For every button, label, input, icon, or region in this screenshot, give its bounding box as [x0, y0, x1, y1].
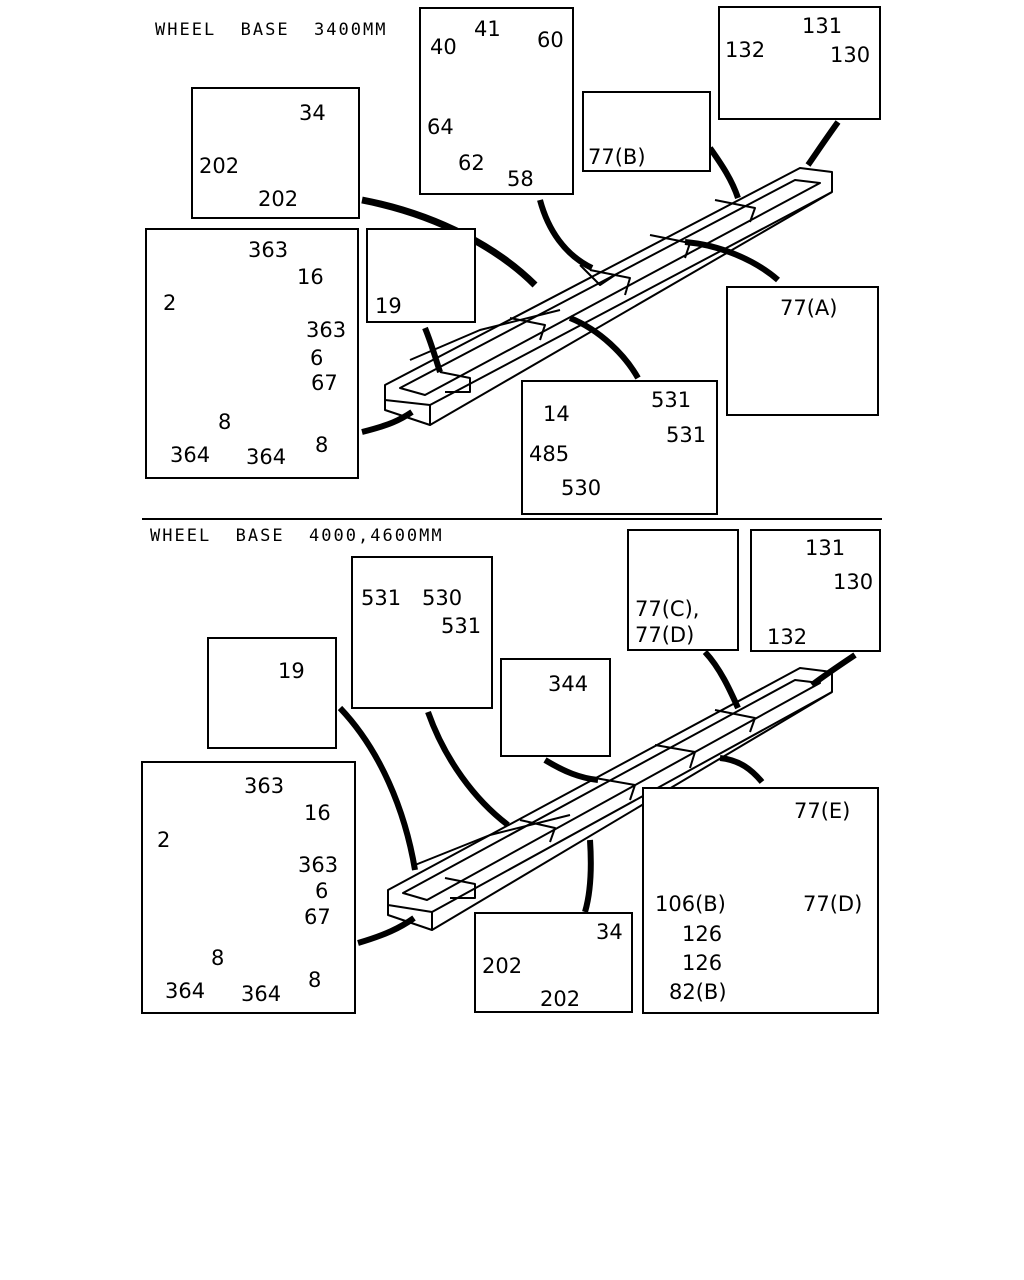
callout-box-34-bottom: 34 202 202	[474, 912, 633, 1013]
part-label: 62	[458, 151, 485, 175]
part-label: 19	[375, 294, 402, 318]
part-label: 77(A)	[780, 296, 838, 320]
part-label: 58	[507, 167, 534, 191]
part-label: 130	[830, 43, 871, 67]
part-label: 202	[540, 987, 581, 1011]
part-label: 34	[299, 101, 326, 125]
callout-box-363-bottom: 363 16 2 363 6 67 8 364 364 8	[141, 761, 356, 1014]
part-label: 67	[304, 905, 331, 929]
callout-box-34-top: 34 202 202	[191, 87, 360, 219]
part-label: 531	[666, 423, 707, 447]
part-label: 363	[244, 774, 285, 798]
callout-box-40-top: 41 40 60 64 62 58	[419, 7, 574, 195]
part-label: 8	[308, 968, 322, 992]
part-label: 363	[298, 853, 339, 877]
chassis-frame-bottom	[387, 667, 833, 931]
part-label: 6	[310, 346, 324, 370]
callout-box-19-bottom: 19	[207, 637, 337, 749]
part-label: 130	[833, 570, 874, 594]
part-label: 364	[165, 979, 206, 1003]
part-label: 8	[211, 946, 225, 970]
callout-box-530-bottom: 531 530 531	[351, 556, 493, 709]
callout-box-77cd-bottom: 77(C), 77(D)	[627, 529, 739, 651]
part-label: 64	[427, 115, 454, 139]
part-label: 344	[548, 672, 589, 696]
part-label: 8	[218, 410, 232, 434]
part-label: 364	[170, 443, 211, 467]
part-label: 2	[163, 291, 177, 315]
callout-box-131-bottom: 131 130 132	[750, 529, 881, 652]
part-label: 364	[241, 982, 282, 1006]
part-label: 82(B)	[669, 980, 727, 1004]
part-label: 8	[315, 433, 329, 457]
part-label: 77(D)	[635, 623, 695, 647]
callout-box-77a-top: 77(A)	[726, 286, 879, 416]
part-label: 531	[361, 586, 402, 610]
part-label: 77(D)	[803, 892, 863, 916]
callout-box-77e-bottom: 77(E) 106(B) 77(D) 126 126 82(B)	[642, 787, 879, 1014]
part-label: 364	[246, 445, 287, 469]
part-label: 77(C),	[635, 597, 700, 621]
part-label: 202	[482, 954, 523, 978]
part-label: 6	[315, 879, 329, 903]
part-label: 16	[297, 265, 324, 289]
part-label: 106(B)	[655, 892, 726, 916]
part-label: 126	[682, 922, 723, 946]
callout-box-77b-top: 77(B)	[582, 91, 711, 172]
part-label: 531	[441, 614, 482, 638]
part-label: 531	[651, 388, 692, 412]
part-label: 363	[248, 238, 289, 262]
part-label: 40	[430, 35, 457, 59]
part-label: 67	[311, 371, 338, 395]
part-label: 131	[805, 536, 846, 560]
part-label: 530	[561, 476, 602, 500]
part-label: 131	[802, 14, 843, 38]
part-label: 132	[725, 38, 766, 62]
part-label: 34	[596, 920, 623, 944]
callout-box-19-top: 19	[366, 228, 476, 323]
callout-box-344-bottom: 344	[500, 658, 611, 757]
section-divider	[142, 518, 882, 520]
part-label: 485	[529, 442, 570, 466]
part-label: 77(B)	[588, 145, 646, 169]
part-label: 132	[767, 625, 808, 649]
callout-box-131-top: 131 132 130	[718, 6, 881, 120]
section-title-3400: WHEEL BASE 3400MM	[155, 20, 388, 40]
part-label: 202	[199, 154, 240, 178]
callout-box-531-top: 14 531 531 485 530	[521, 380, 718, 515]
part-label: 530	[422, 586, 463, 610]
part-label: 2	[157, 828, 171, 852]
part-label: 19	[278, 659, 305, 683]
part-label: 126	[682, 951, 723, 975]
part-label: 77(E)	[794, 799, 851, 823]
part-label: 60	[537, 28, 564, 52]
part-label: 202	[258, 187, 299, 211]
part-label: 41	[474, 17, 501, 41]
part-label: 363	[306, 318, 347, 342]
section-title-4000-4600: WHEEL BASE 4000,4600MM	[150, 526, 444, 546]
part-label: 16	[304, 801, 331, 825]
part-label: 14	[543, 402, 570, 426]
callout-box-363-top: 363 16 2 363 6 67 8 364 364 8	[145, 228, 359, 479]
